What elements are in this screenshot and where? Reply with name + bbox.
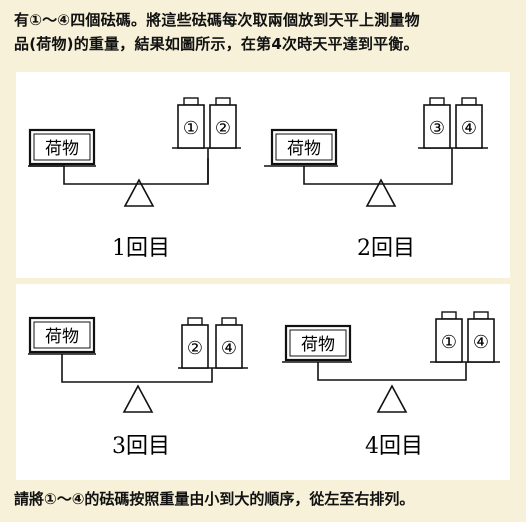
- svg-text:④: ④: [221, 338, 237, 359]
- package-trial-1: 荷物: [28, 128, 96, 166]
- svg-text:①: ①: [183, 118, 199, 139]
- weight-trial-1-a: ①: [177, 97, 205, 149]
- scale-trial-3: 荷物 ② ④ 3回目: [28, 316, 248, 459]
- trial-label-2: 2回目: [357, 236, 415, 261]
- scale-trial-1: 荷物 ① ② 1回目: [28, 97, 241, 261]
- question-line-1: 有①～④四個砝碼。將這些砝碼每次取兩個放到天平上測量物: [14, 11, 420, 29]
- panel-bottom: 荷物 ② ④ 3回目 荷物: [16, 284, 510, 480]
- instruction-text: 請將①～④的砝碼按照重量由小到大的順序，從左至右排列。: [14, 490, 415, 508]
- scale-trial-4: 荷物 ① ④ 4回目: [282, 311, 500, 459]
- svg-text:②: ②: [215, 118, 231, 139]
- weight-trial-1-b: ②: [209, 97, 237, 149]
- question-text: 有①～④四個砝碼。將這些砝碼每次取兩個放到天平上測量物 品(荷物)的重量，結果如…: [14, 8, 514, 56]
- package-label: 荷物: [287, 139, 321, 159]
- panel-top: 荷物 ① ② 1回目 荷物: [16, 72, 510, 278]
- package-label: 荷物: [45, 139, 79, 159]
- svg-text:④: ④: [461, 118, 477, 139]
- package-trial-4: 荷物: [284, 324, 352, 362]
- svg-text:①: ①: [441, 332, 457, 353]
- weight-trial-3-a: ②: [181, 317, 209, 369]
- package-trial-3: 荷物: [28, 316, 96, 354]
- weight-trial-4-a: ①: [435, 311, 463, 363]
- trial-label-1: 1回目: [112, 236, 170, 261]
- weight-trial-3-b: ④: [215, 317, 243, 369]
- package-trial-2: 荷物: [270, 128, 338, 166]
- scale-trial-2: 荷物 ③ ④ 2回目: [264, 97, 488, 261]
- weight-trial-4-b: ④: [467, 311, 495, 363]
- question-line-2: 品(荷物)的重量，結果如圖所示，在第4次時天平達到平衡。: [14, 35, 419, 53]
- trial-label-3: 3回目: [112, 434, 170, 459]
- weight-trial-2-b: ④: [455, 97, 483, 149]
- trial-label-4: 4回目: [365, 434, 423, 459]
- package-label: 荷物: [301, 335, 335, 355]
- svg-text:②: ②: [187, 338, 203, 359]
- fulcrum-trial-4: [376, 384, 408, 413]
- package-label: 荷物: [45, 327, 79, 347]
- fulcrum-trial-1: [123, 178, 155, 207]
- svg-text:④: ④: [473, 332, 489, 353]
- weight-trial-2-a: ③: [423, 97, 451, 149]
- fulcrum-trial-3: [122, 384, 154, 413]
- svg-text:③: ③: [429, 118, 445, 139]
- fulcrum-trial-2: [365, 178, 397, 207]
